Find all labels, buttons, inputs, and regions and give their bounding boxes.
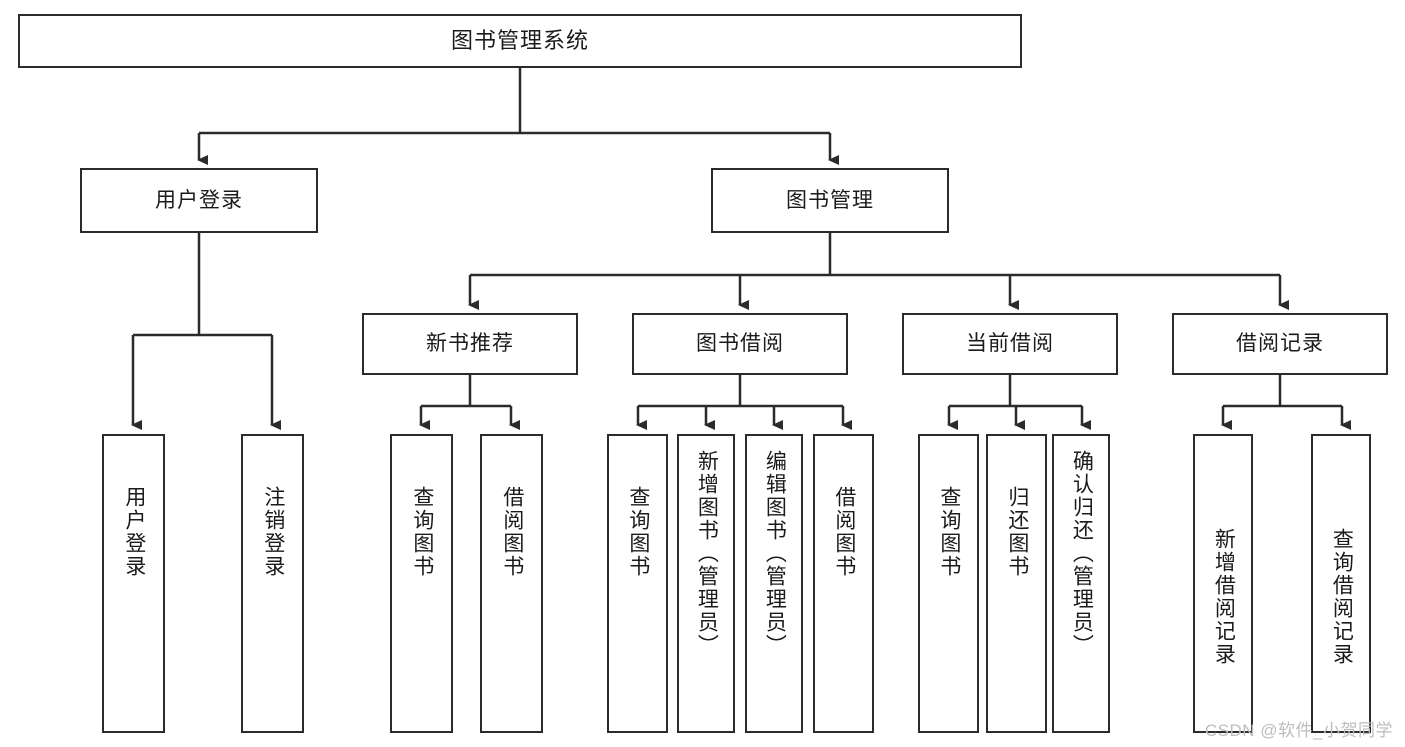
- node-book-borrow-label: 图书借阅: [696, 332, 784, 356]
- node-book-management-label: 图书管理: [786, 188, 874, 212]
- leaf-add-record[interactable]: 新增借阅记录: [1193, 434, 1253, 733]
- leaf-query-book-3[interactable]: 查询图书: [918, 434, 979, 733]
- node-new-book-recommend[interactable]: 新书推荐: [362, 313, 578, 375]
- leaf-query-record[interactable]: 查询借阅记录: [1311, 434, 1371, 733]
- node-user-login-label: 用户登录: [155, 188, 243, 212]
- leaf-edit-book-label: 编辑图书（管理员）: [763, 450, 787, 657]
- leaf-logout-label: 注销登录: [261, 486, 285, 578]
- leaf-add-book[interactable]: 新增图书（管理员）: [677, 434, 735, 733]
- node-root-label: 图书管理系统: [450, 27, 589, 53]
- leaf-query-book-3-label: 查询图书: [937, 486, 961, 578]
- node-borrow-records-label: 借阅记录: [1236, 332, 1324, 356]
- watermark: CSDN @软件_小贺同学: [1204, 721, 1393, 740]
- leaf-confirm-return-label: 确认归还（管理员）: [1070, 450, 1094, 657]
- leaf-user-login[interactable]: 用户登录: [102, 434, 165, 733]
- node-borrow-records[interactable]: 借阅记录: [1172, 313, 1388, 375]
- leaf-add-book-label: 新增图书（管理员）: [695, 450, 719, 657]
- leaf-borrow-book-1[interactable]: 借阅图书: [480, 434, 543, 733]
- leaf-borrow-book-1-label: 借阅图书: [500, 486, 524, 578]
- node-user-login[interactable]: 用户登录: [80, 168, 318, 233]
- leaf-user-login-label: 用户登录: [122, 486, 146, 578]
- leaf-query-book-1[interactable]: 查询图书: [390, 434, 453, 733]
- node-current-borrow[interactable]: 当前借阅: [902, 313, 1118, 375]
- leaf-query-book-2-label: 查询图书: [626, 486, 650, 578]
- node-root[interactable]: 图书管理系统: [18, 14, 1022, 68]
- leaf-edit-book[interactable]: 编辑图书（管理员）: [745, 434, 803, 733]
- leaf-confirm-return[interactable]: 确认归还（管理员）: [1052, 434, 1110, 733]
- leaf-add-record-label: 新增借阅记录: [1212, 528, 1236, 666]
- leaf-query-record-label: 查询借阅记录: [1330, 528, 1354, 666]
- leaf-borrow-book-2[interactable]: 借阅图书: [813, 434, 874, 733]
- node-current-borrow-label: 当前借阅: [966, 332, 1054, 356]
- node-book-borrow[interactable]: 图书借阅: [632, 313, 848, 375]
- leaf-return-book-label: 归还图书: [1005, 486, 1029, 578]
- leaf-return-book[interactable]: 归还图书: [986, 434, 1047, 733]
- leaf-logout[interactable]: 注销登录: [241, 434, 304, 733]
- leaf-borrow-book-2-label: 借阅图书: [832, 486, 856, 578]
- node-new-book-recommend-label: 新书推荐: [426, 332, 514, 356]
- leaf-query-book-1-label: 查询图书: [410, 486, 434, 578]
- leaf-query-book-2[interactable]: 查询图书: [607, 434, 668, 733]
- node-book-management[interactable]: 图书管理: [711, 168, 949, 233]
